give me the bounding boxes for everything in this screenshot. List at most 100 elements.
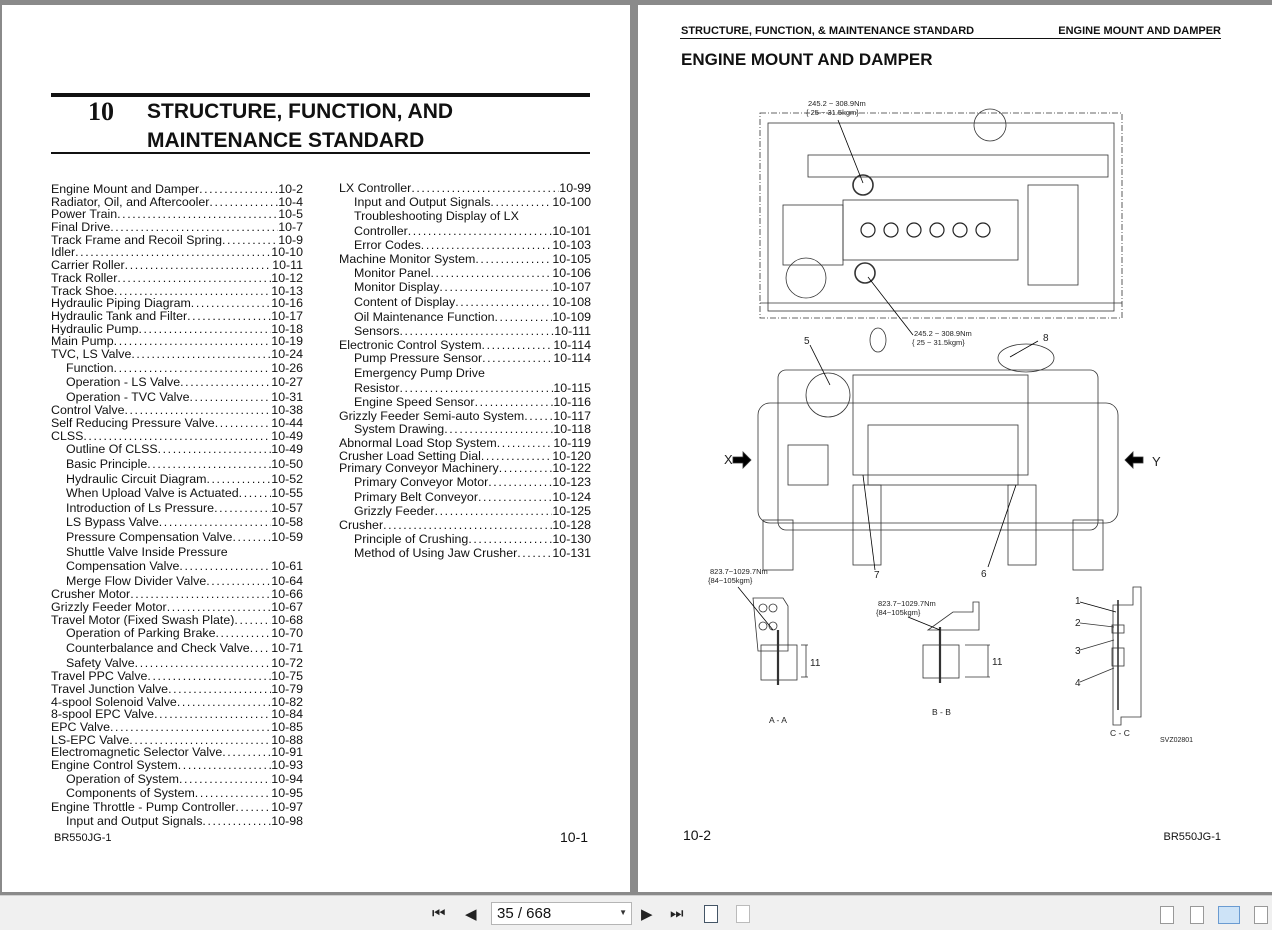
toc-entry[interactable]: Track Roller10-12: [51, 272, 303, 285]
dot-leader: [475, 253, 552, 266]
prev-page-button[interactable]: ◀: [465, 906, 477, 923]
toc-entry[interactable]: Electromagnetic Selector Valve10-91: [51, 746, 303, 759]
toc-entry[interactable]: Introduction of Ls Pressure10-57: [51, 501, 303, 516]
toc-entry[interactable]: CLSS10-49: [51, 430, 303, 443]
toc-entry[interactable]: Track Frame and Recoil Spring10-9: [51, 234, 303, 247]
toc-entry[interactable]: Outline Of CLSS10-49: [51, 442, 303, 457]
toc-entry[interactable]: Hydraulic Tank and Filter10-17: [51, 310, 303, 323]
toc-entry[interactable]: Grizzly Feeder10-125: [339, 504, 591, 519]
toc-entry[interactable]: Troubleshooting Display of LX: [339, 209, 591, 224]
toc-entry[interactable]: Final Drive10-7: [51, 221, 303, 234]
toc-entry-page: 10-93: [271, 759, 303, 772]
toc-entry[interactable]: 8-spool EPC Valve10-84: [51, 708, 303, 721]
toc-entry-title: Main Pump: [51, 335, 114, 348]
toc-entry[interactable]: Operation of System10-94: [51, 772, 303, 787]
toc-entry[interactable]: Carrier Roller10-11: [51, 259, 303, 272]
toc-entry[interactable]: LS-EPC Valve10-88: [51, 734, 303, 747]
toc-entry-page: 10-4: [278, 195, 303, 209]
toc-entry[interactable]: Grizzly Feeder Motor10-67: [51, 601, 303, 614]
toc-entry[interactable]: Travel Junction Valve10-79: [51, 683, 303, 696]
dot-leader: [130, 588, 271, 601]
toc-entry[interactable]: Hydraulic Pump10-18: [51, 323, 303, 336]
continuous-view-icon[interactable]: [1190, 906, 1204, 924]
toc-entry[interactable]: Crusher10-128: [339, 519, 591, 532]
toc-entry[interactable]: EPC Valve10-85: [51, 721, 303, 734]
toc-entry[interactable]: Controller10-101: [339, 224, 591, 239]
toc-entry[interactable]: Input and Output Signals10-98: [51, 814, 303, 829]
toc-entry[interactable]: Abnormal Load Stop System10-119: [339, 437, 591, 450]
toc-entry-title: Pressure Compensation Valve: [66, 530, 233, 545]
toc-entry[interactable]: Basic Principle10-50: [51, 457, 303, 472]
toc-entry[interactable]: Method of Using Jaw Crusher10-131: [339, 546, 591, 561]
first-page-button[interactable]: ⏮: [432, 905, 446, 922]
toc-entry-page: 10-70: [271, 626, 303, 641]
toc-entry[interactable]: Operation of Parking Brake10-70: [51, 626, 303, 641]
toc-entry-page: 10-61: [271, 559, 303, 574]
toc-entry-page: 10-7: [278, 221, 303, 234]
toc-entry[interactable]: LX Controller10-99: [339, 182, 591, 195]
go-back-view-icon[interactable]: [704, 905, 718, 923]
go-forward-view-icon[interactable]: [736, 905, 750, 923]
toc-entry[interactable]: Monitor Panel10-106: [339, 266, 591, 281]
toc-entry[interactable]: Input and Output Signals10-100: [339, 195, 591, 210]
toc-entry[interactable]: Track Shoe10-13: [51, 285, 303, 298]
toc-entry[interactable]: Main Pump10-19: [51, 335, 303, 348]
toc-entry[interactable]: When Upload Valve is Actuated10-55: [51, 486, 303, 501]
toc-entry[interactable]: Content of Display10-108: [339, 295, 591, 310]
chapter-rule: [51, 93, 590, 97]
toc-entry[interactable]: Engine Mount and Damper10-2: [51, 183, 303, 196]
toc-entry[interactable]: Power Train10-5: [51, 208, 303, 221]
toc-entry[interactable]: Travel Motor (Fixed Swash Plate)10-68: [51, 614, 303, 627]
toc-entry[interactable]: Crusher Motor10-66: [51, 588, 303, 601]
toc-entry[interactable]: Counterbalance and Check Valve10-71: [51, 641, 303, 656]
toc-entry-page: 10-120: [552, 449, 591, 463]
toc-entry[interactable]: Resistor10-115: [339, 381, 591, 396]
chevron-down-icon[interactable]: ▼: [619, 908, 627, 917]
two-page-continuous-view-icon[interactable]: [1254, 906, 1268, 924]
toc-entry[interactable]: Shuttle Valve Inside Pressure: [51, 545, 303, 560]
toc-entry[interactable]: Primary Conveyor Motor10-123: [339, 475, 591, 490]
toc-entry[interactable]: Primary Belt Conveyor10-124: [339, 490, 591, 505]
dot-leader: [490, 195, 552, 210]
toc-entry[interactable]: Electronic Control System10-114: [339, 339, 591, 352]
toc-entry[interactable]: Self Reducing Pressure Valve10-44: [51, 417, 303, 430]
next-page-button[interactable]: ▶: [641, 906, 653, 923]
toc-entry[interactable]: Merge Flow Divider Valve10-64: [51, 574, 303, 589]
toc-entry[interactable]: Idler10-10: [51, 246, 303, 259]
toc-entry[interactable]: Operation - LS Valve10-27: [51, 375, 303, 390]
toc-entry[interactable]: Emergency Pump Drive: [339, 366, 591, 381]
toc-entry[interactable]: Components of System10-95: [51, 786, 303, 801]
toc-entry[interactable]: Hydraulic Piping Diagram10-16: [51, 297, 303, 310]
last-page-button[interactable]: ⏭: [670, 905, 684, 922]
toc-entry[interactable]: TVC, LS Valve10-24: [51, 348, 303, 361]
toc-entry[interactable]: Sensors10-111: [339, 324, 591, 339]
toc-entry[interactable]: Crusher Load Setting Dial10-120: [339, 450, 591, 463]
toc-entry[interactable]: Grizzly Feeder Semi-auto System10-117: [339, 410, 591, 423]
toc-entry[interactable]: Compensation Valve10-61: [51, 559, 303, 574]
toc-entry[interactable]: Hydraulic Circuit Diagram10-52: [51, 472, 303, 487]
toc-entry[interactable]: Travel PPC Valve10-75: [51, 670, 303, 683]
toc-entry[interactable]: Engine Throttle - Pump Controller10-97: [51, 801, 303, 814]
toc-entry[interactable]: Principle of Crushing10-130: [339, 532, 591, 547]
toc-entry[interactable]: Safety Valve10-72: [51, 656, 303, 671]
toc-entry[interactable]: Oil Maintenance Function10-109: [339, 310, 591, 325]
toc-entry[interactable]: Error Codes10-103: [339, 238, 591, 253]
two-page-view-icon[interactable]: [1218, 906, 1240, 924]
toc-entry[interactable]: Engine Control System10-93: [51, 759, 303, 772]
toc-entry[interactable]: Engine Speed Sensor10-116: [339, 395, 591, 410]
toc-entry[interactable]: System Drawing10-118: [339, 422, 591, 437]
toc-entry[interactable]: 4-spool Solenoid Valve10-82: [51, 696, 303, 709]
toc-entry[interactable]: Primary Conveyor Machinery10-122: [339, 462, 591, 475]
toc-entry[interactable]: Pump Pressure Sensor10-114: [339, 351, 591, 366]
toc-entry[interactable]: Control Valve10-38: [51, 404, 303, 417]
toc-entry[interactable]: Monitor Display10-107: [339, 280, 591, 295]
page-number-field[interactable]: 35 / 668▼: [491, 902, 632, 925]
toc-entry[interactable]: Operation - TVC Valve10-31: [51, 390, 303, 405]
torque-label: 245.2 ~ 308.9Nm: [808, 99, 866, 108]
single-page-view-icon[interactable]: [1160, 906, 1174, 924]
toc-entry[interactable]: Radiator, Oil, and Aftercooler10-4: [51, 196, 303, 209]
toc-entry[interactable]: Pressure Compensation Valve10-59: [51, 530, 303, 545]
toc-entry[interactable]: Machine Monitor System10-105: [339, 253, 591, 266]
toc-entry[interactable]: LS Bypass Valve10-58: [51, 515, 303, 530]
toc-entry[interactable]: Function10-26: [51, 361, 303, 376]
